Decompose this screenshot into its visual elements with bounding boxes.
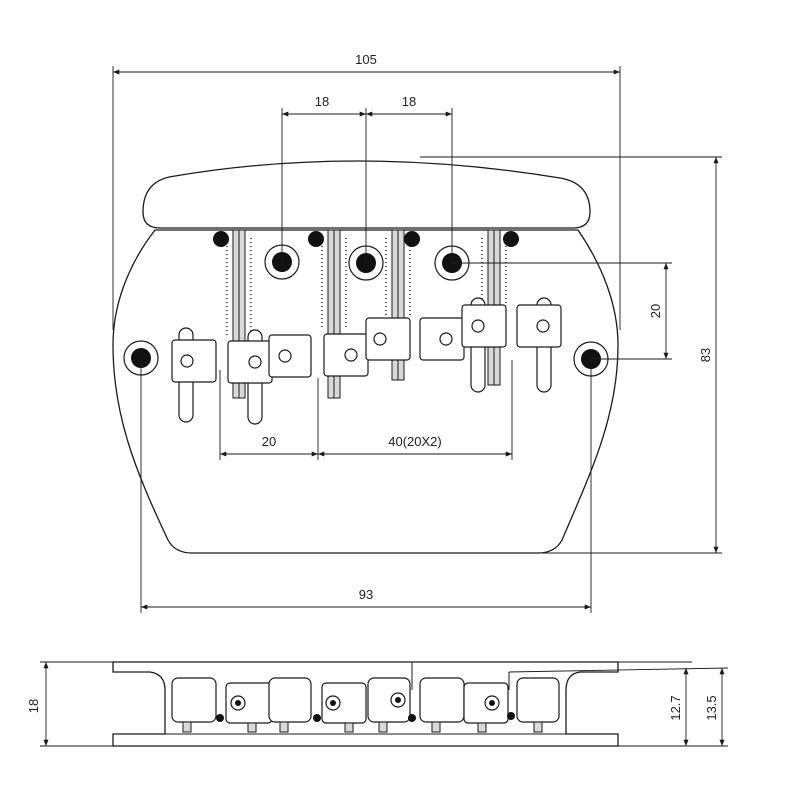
side-saddle [367,677,411,733]
dimension-label-18-left: 18 [315,94,329,109]
screw-head [404,231,420,247]
dimension-label-18-side: 18 [26,699,41,713]
side-saddle [516,677,560,733]
saddle [365,317,411,361]
saddle [227,340,273,384]
side-view: 18 12.7 13.5 [26,661,729,747]
saddle [268,334,312,378]
screw-end [507,712,515,720]
dimension-saddle-height: 12.7 [412,661,692,747]
spring [226,238,252,338]
dimension-label-105: 105 [355,52,377,67]
saddle [171,339,217,383]
screw-end [408,714,416,722]
screw-end [216,714,224,722]
dimension-overall-width: 105 [112,52,621,330]
side-saddle [463,682,509,733]
side-saddle [171,677,217,733]
dimension-mount-spacing: 93 [140,358,592,613]
dimension-label-18-right: 18 [402,94,416,109]
dimension-total-height: 13.5 [508,667,729,747]
top-view: 105 18 18 20 83 [112,52,722,613]
saddle [516,304,562,348]
dimension-hole-offset: 20 [452,262,672,360]
dimension-label-20-horizontal: 20 [262,434,276,449]
spring [385,238,411,318]
dimension-label-13-5: 13.5 [704,695,719,720]
tail-rail [142,160,591,229]
dimension-side-height: 18 [26,661,113,747]
dimension-label-83: 83 [698,348,713,362]
dimension-hole-spacing: 18 18 [281,94,453,263]
dimension-label-40: 40(20X2) [388,434,441,449]
dimension-label-20-vertical: 20 [648,304,663,318]
saddle [323,333,369,377]
side-saddle [321,682,367,733]
screw-head [213,231,229,247]
dimension-overall-height: 83 [420,156,722,554]
saddle [461,304,507,348]
dimension-label-93: 93 [359,587,373,602]
screw-head [308,231,324,247]
side-saddle [268,677,312,733]
side-saddle [225,682,273,733]
spring [321,238,347,330]
dimension-saddle-spacing: 20 40(20X2) [219,360,513,460]
saddle [419,317,465,361]
dimension-label-12-7: 12.7 [668,695,683,720]
screw-head [503,231,519,247]
screw-end [313,714,321,722]
